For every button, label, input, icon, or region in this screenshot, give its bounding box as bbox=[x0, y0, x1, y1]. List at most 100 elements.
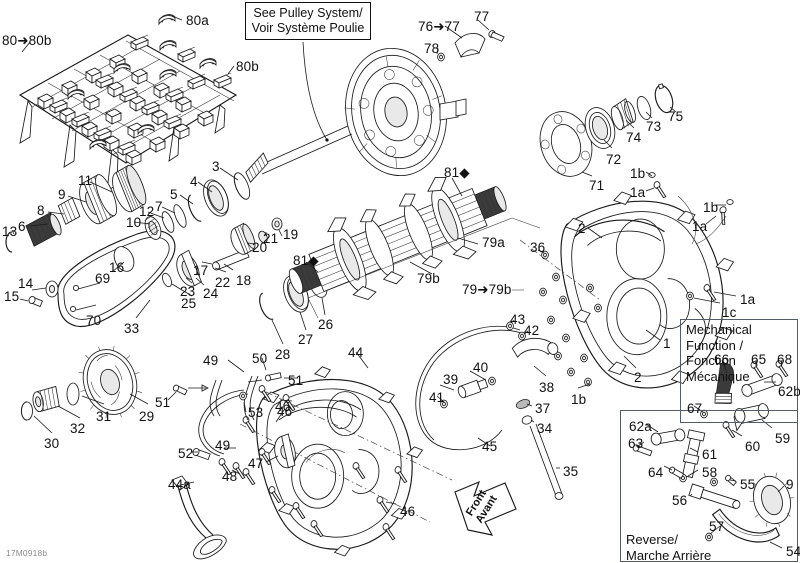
callout-48: 48 bbox=[222, 469, 238, 484]
callout-12: 12 bbox=[139, 204, 155, 219]
callout-45: 45 bbox=[482, 439, 498, 454]
flange-group bbox=[539, 83, 677, 177]
callout-44: 44 bbox=[348, 345, 364, 360]
callout-15: 15 bbox=[4, 289, 20, 304]
callout-11: 11 bbox=[78, 173, 93, 188]
callout-75: 75 bbox=[668, 109, 684, 124]
mechanical-function-parts bbox=[693, 359, 789, 419]
callout-57: 57 bbox=[709, 519, 725, 534]
callout-18: 18 bbox=[236, 273, 252, 288]
callout-80a: 80a bbox=[186, 13, 209, 28]
callout-21: 21 bbox=[263, 231, 279, 246]
callout-79b: 79b bbox=[417, 271, 440, 286]
callout-1a: 1a bbox=[740, 292, 756, 307]
callout-23: 23 bbox=[180, 284, 196, 299]
callout-30: 30 bbox=[44, 436, 60, 451]
panel-mechanical-function-title: Mechanical Function / Fonction Mécanique bbox=[686, 322, 752, 384]
callout-46: 46 bbox=[400, 504, 416, 519]
callout-35: 35 bbox=[563, 464, 579, 479]
callout-51: 51 bbox=[288, 373, 304, 388]
callout-8: 8 bbox=[37, 203, 45, 218]
callout-56: 56 bbox=[672, 493, 688, 508]
callout-58: 58 bbox=[702, 465, 718, 480]
front-arrow bbox=[454, 480, 517, 536]
crankcase-cover bbox=[560, 191, 735, 389]
callout-78: 78 bbox=[424, 41, 440, 56]
callout-77: 77 bbox=[474, 9, 490, 24]
callout-46: 46 bbox=[275, 399, 291, 414]
callout-5: 5 bbox=[170, 187, 178, 202]
callout-43: 43 bbox=[510, 312, 526, 327]
callout-79-79b: 79➜79b bbox=[462, 282, 512, 297]
callout-1b: 1b bbox=[703, 200, 719, 215]
callout-2: 2 bbox=[634, 370, 642, 385]
transmission-79 bbox=[288, 177, 507, 301]
panel-mechanical-function bbox=[680, 319, 798, 423]
callout-10: 10 bbox=[126, 215, 142, 230]
callout-32: 32 bbox=[70, 421, 86, 436]
callout-31: 31 bbox=[96, 409, 112, 424]
callout-2: 2 bbox=[578, 221, 586, 236]
callout-64: 64 bbox=[648, 465, 664, 480]
callout-1c: 1c bbox=[722, 305, 737, 320]
callout-20: 20 bbox=[252, 240, 268, 255]
gear-train bbox=[5, 164, 328, 434]
callout-67: 67 bbox=[687, 401, 703, 416]
callout-59: 59 bbox=[775, 431, 791, 446]
callout-39: 39 bbox=[443, 372, 459, 387]
callout-47: 47 bbox=[248, 456, 264, 471]
callout-49: 49 bbox=[215, 438, 231, 453]
diagram-watermark: 17M0918b bbox=[6, 548, 48, 558]
callout-40: 40 bbox=[473, 360, 489, 375]
callout-27: 27 bbox=[298, 332, 314, 347]
callout-53: 53 bbox=[248, 405, 264, 420]
callout-13: 13 bbox=[2, 224, 18, 239]
pulley-system-note: See Pulley System/ Voir Système Poulie bbox=[245, 2, 371, 41]
callout-37: 37 bbox=[535, 401, 551, 416]
pulley-assembly bbox=[344, 47, 467, 177]
callout-68: 68 bbox=[777, 352, 793, 367]
callout-69: 69 bbox=[95, 271, 111, 286]
callout-25: 25 bbox=[181, 296, 197, 311]
callout-19: 19 bbox=[283, 227, 299, 242]
callout-1a: 1a bbox=[692, 219, 708, 234]
callout-9: 9 bbox=[786, 477, 794, 492]
callout-17: 17 bbox=[193, 263, 209, 278]
hose-group bbox=[167, 357, 298, 560]
chaincase-cover bbox=[256, 366, 424, 557]
callout-81-: 81◆ bbox=[293, 253, 319, 268]
callout-52: 52 bbox=[178, 446, 194, 461]
callout-71: 71 bbox=[589, 178, 605, 193]
callout-1a: 1a bbox=[630, 185, 646, 200]
callout-65: 65 bbox=[751, 352, 767, 367]
callout-62b: 62b bbox=[778, 384, 800, 399]
callout-42: 42 bbox=[524, 323, 540, 338]
callout-76-77: 76➜77 bbox=[418, 19, 460, 34]
callout-26: 26 bbox=[318, 317, 334, 332]
callout-38: 38 bbox=[539, 380, 555, 395]
callout-51: 51 bbox=[155, 395, 171, 410]
callout-54: 54 bbox=[786, 544, 800, 559]
callout-61: 61 bbox=[702, 447, 718, 462]
callout-80b: 80b bbox=[236, 59, 259, 74]
reverse-parts bbox=[632, 403, 795, 549]
callout-70: 70 bbox=[86, 313, 102, 328]
callout-14: 14 bbox=[18, 276, 34, 291]
callout-34: 34 bbox=[537, 421, 553, 436]
panel-reverse bbox=[620, 410, 798, 562]
callout-24: 24 bbox=[203, 286, 219, 301]
callout-1b: 1b bbox=[630, 166, 646, 181]
callout-29: 29 bbox=[139, 409, 155, 424]
callout-22: 22 bbox=[215, 275, 231, 290]
callout-6: 6 bbox=[18, 219, 26, 234]
callout-72: 72 bbox=[606, 152, 622, 167]
callout-63: 63 bbox=[628, 436, 644, 451]
callout-49: 49 bbox=[203, 353, 219, 368]
callout-66: 66 bbox=[714, 352, 730, 367]
panel-reverse-title: Reverse/ Marche Arrière bbox=[626, 532, 712, 563]
callout-41: 41 bbox=[429, 390, 445, 405]
callout-1: 1 bbox=[663, 336, 671, 351]
clip-plate-80 bbox=[18, 34, 238, 192]
